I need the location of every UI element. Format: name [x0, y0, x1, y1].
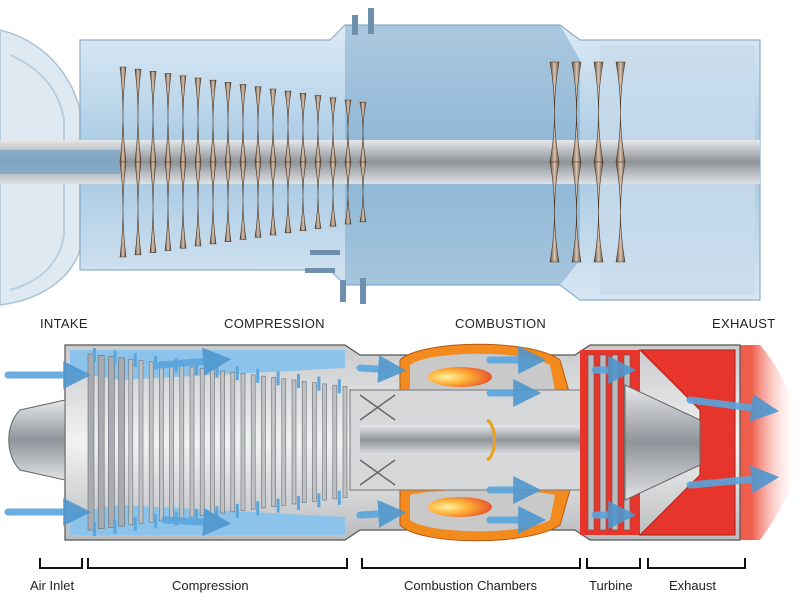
section-label-air-inlet: Air Inlet [30, 578, 74, 593]
stage-title-compression: COMPRESSION [224, 316, 325, 331]
section-brackets [39, 558, 746, 569]
turbine-blade-rows [549, 61, 626, 263]
compressor-blade-rows [119, 66, 367, 258]
stage-title-exhaust: EXHAUST [712, 316, 776, 331]
section-label-combustion-chambers: Combustion Chambers [404, 578, 537, 593]
stage-title-intake: INTAKE [40, 316, 88, 331]
airflow-arrows [4, 346, 780, 537]
stage-title-combustion: COMBUSTION [455, 316, 546, 331]
section-label-turbine: Turbine [589, 578, 633, 593]
section-label-compression: Compression [172, 578, 249, 593]
section-label-exhaust: Exhaust [669, 578, 716, 593]
compressor-blades [87, 348, 348, 536]
combustion-chamber-bottom [399, 482, 571, 542]
schematic-cross-section [4, 343, 800, 542]
cutaway-rendering [0, 8, 761, 306]
